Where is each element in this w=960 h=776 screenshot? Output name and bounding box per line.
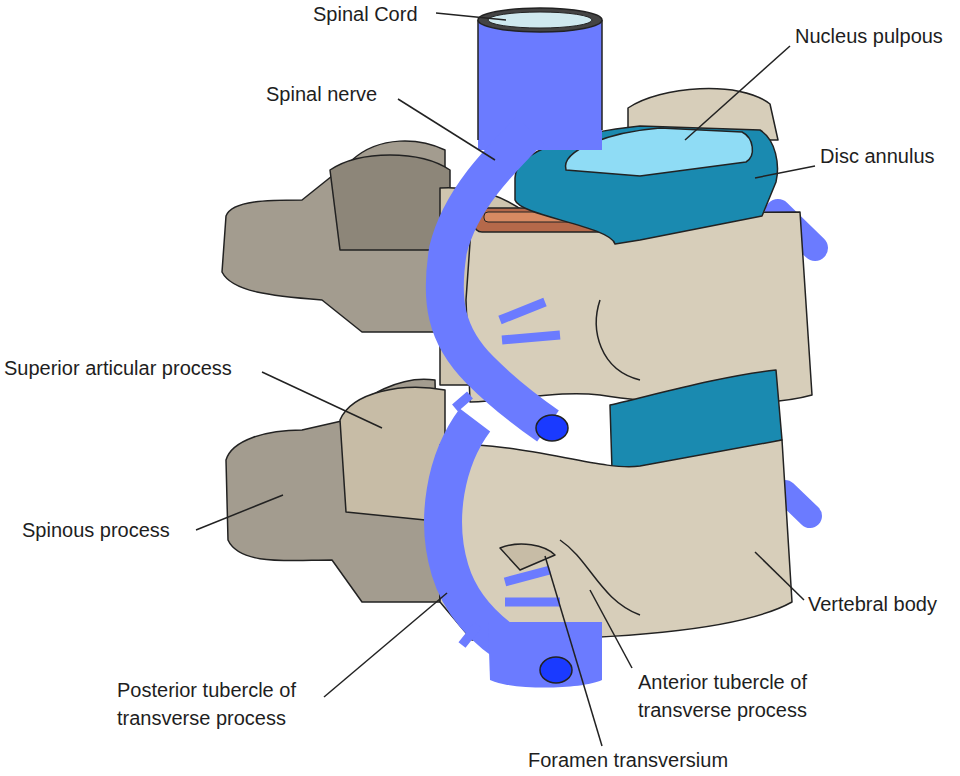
nerve-branch [455,302,560,408]
part-label: Disc annulus [820,142,935,170]
spinal-nerve [445,130,548,426]
spinal-cord [478,20,602,150]
body-contour [560,540,640,615]
leader-line [755,166,815,178]
leader-line [755,552,804,600]
spinal-cord [601,20,603,130]
nerve-end [536,415,568,441]
part-label: Spinal nerve [266,80,377,108]
spinal-nerve [488,622,602,688]
leader-line [196,495,283,530]
lamina [330,155,450,250]
nerve-root [785,492,810,516]
leader-line [590,590,632,668]
leader-line [324,593,447,697]
nerve-branch [462,570,560,645]
part-label: Anterior tubercle of transverse process [638,668,853,724]
foramen [500,544,555,570]
part-label: Nucleus pulpous [795,22,943,50]
spinal-cord [478,8,602,32]
nerve-end [540,657,572,683]
leader-line [398,99,495,160]
part-label: Spinous process [22,516,170,544]
leader-line [545,556,602,746]
part-label: Spinal Cord [313,0,418,28]
spinal-cord [477,20,479,140]
leader-line [685,46,790,140]
part-label: Superior articular process [4,354,232,382]
part-label: Posterior tubercle of transverse process [117,676,332,732]
leader-lines [196,13,815,746]
leader-line [436,13,506,20]
leader-line [262,372,382,428]
body-contour [596,300,640,380]
part-label: Vertebral body [808,590,937,618]
part-label: Foramen transversium [528,746,728,774]
